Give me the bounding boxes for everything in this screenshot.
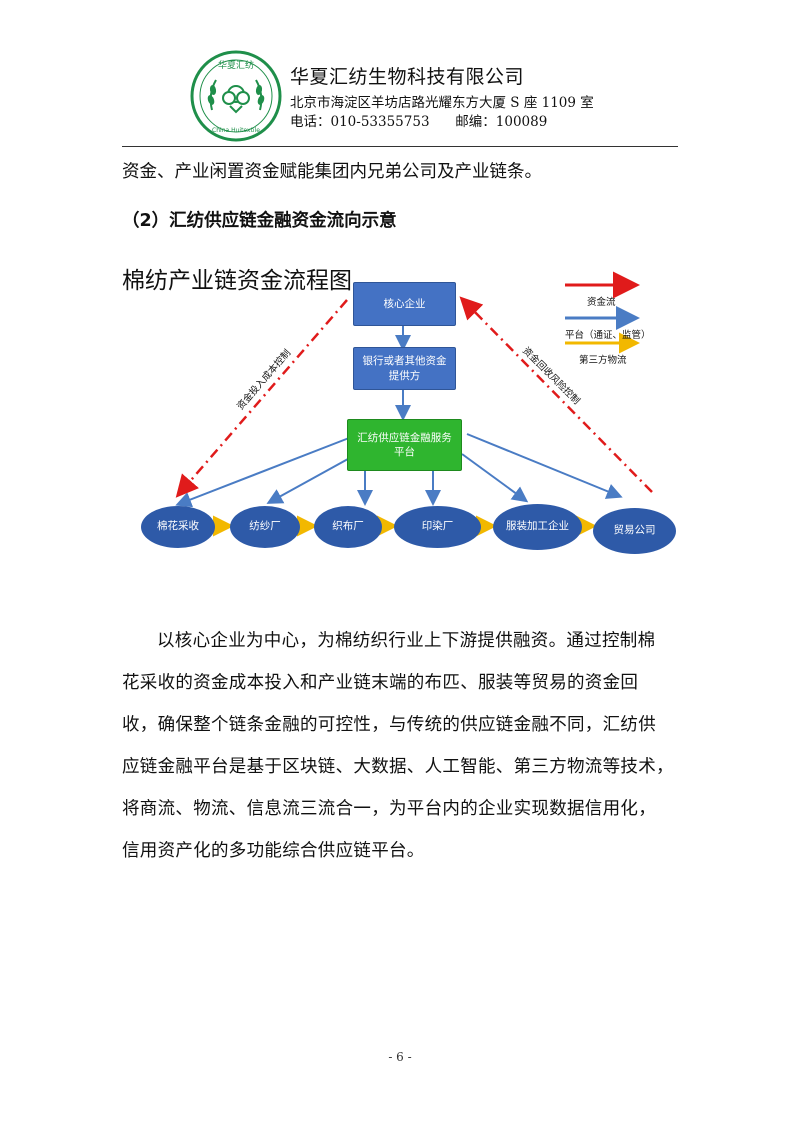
node-trading-company: 贸易公司 [593, 508, 676, 554]
node-weaving-mill: 织布厂 [314, 506, 382, 548]
node-dyeing-mill: 印染厂 [394, 506, 481, 548]
company-logo: 华夏汇纺 China Huitextile [190, 50, 282, 142]
arrow-platform-to-node-6 [466, 433, 623, 499]
logo-text-bottom: China Huitextile [212, 127, 260, 134]
bank-label-line1: 银行或者其他资金 [362, 355, 447, 368]
section-heading: （2）汇纺供应链金融资金流向示意 [122, 211, 397, 231]
core-enterprise-box: 核心企业 [353, 282, 456, 326]
company-address: 北京市海淀区羊坊店路光耀东方大厦 S 座 1109 室 [290, 95, 594, 111]
paragraph-line-5: 将商流、物流、信息流三流合一，为平台内的企业实现数据信用化， [122, 799, 656, 819]
bank-box: 银行或者其他资金 提供方 [353, 347, 456, 390]
paragraph-line-6: 信用资产化的多功能综合供应链平台。 [122, 841, 425, 861]
header-divider [122, 146, 678, 147]
page-number: - 6 - [388, 1050, 412, 1064]
logo-text-top: 华夏汇纺 [218, 59, 254, 71]
legend-logistics-label: 第三方物流 [579, 355, 627, 366]
arrow-platform-to-node-2 [266, 453, 358, 504]
paragraph-line-1: 以核心企业为中心，为棉纺织行业上下游提供融资。通过控制棉 [157, 631, 656, 651]
core-enterprise-label: 核心企业 [383, 297, 426, 310]
paragraph-line-3: 收，确保整个链条金融的可控性，与传统的供应链金融不同，汇纺供 [122, 715, 656, 735]
platform-label-line2: 平台 [394, 446, 415, 458]
company-name: 华夏汇纺生物科技有限公司 [290, 66, 525, 88]
legend-platform-label: 平台（通证、监管） [565, 330, 651, 341]
bank-label-line2: 提供方 [388, 369, 421, 382]
company-phone: 电话：010-53355753 邮编：100089 [290, 114, 548, 130]
platform-box: 汇纺供应链金融服务 平台 [347, 419, 462, 471]
arrow-platform-to-node-5 [461, 453, 529, 503]
node-garment-factory: 服装加工企业 [493, 504, 582, 550]
capital-arrow-left [175, 299, 348, 498]
paragraph-line-4: 应链金融平台是基于区块链、大数据、人工智能、第三方物流等技术， [122, 757, 674, 777]
node-spinning-mill: 纺纱厂 [230, 506, 300, 548]
diagram-title: 棉纺产业链资金流程图 [122, 268, 352, 294]
legend-capital-label: 资金流 [587, 297, 616, 308]
paragraph-line-2: 花采收的资金成本投入和产业链末端的布匹、服装等贸易的资金回 [122, 673, 639, 693]
fund-flow-diagram: 核心企业 银行或者其他资金 提供方 汇纺供应链金融服务 平台 棉花采收 纺纱厂 … [117, 254, 680, 560]
intro-line: 资金、产业闲置资金赋能集团内兄弟公司及产业链条。 [122, 162, 542, 182]
platform-label-line1: 汇纺供应链金融服务 [357, 431, 452, 444]
node-cotton-harvest: 棉花采收 [141, 506, 215, 548]
arrow-platform-to-node-1 [175, 437, 350, 508]
capital-arrow-right [459, 296, 653, 493]
